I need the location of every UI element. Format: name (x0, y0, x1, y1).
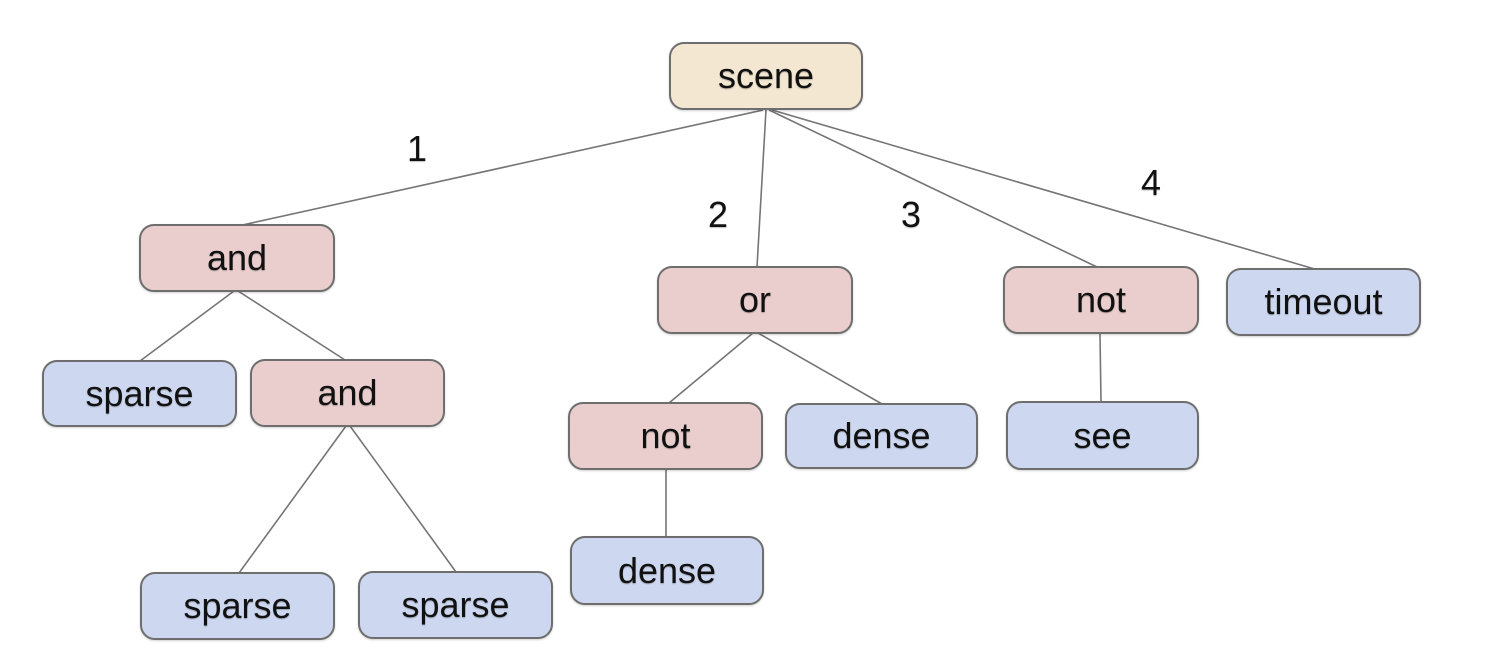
edge-and2-sparse2 (238, 425, 347, 574)
node-sparse-2[interactable]: sparse (140, 572, 335, 640)
node-or[interactable]: or (657, 266, 853, 334)
edge-and2-sparse3 (349, 425, 457, 573)
edge-and1-sparse1 (139, 290, 235, 362)
edge-scene-and1 (237, 109, 764, 227)
edge-or1-not2 (668, 332, 754, 404)
edge-label-4: 4 (1140, 162, 1162, 203)
edge-scene-or1 (756, 109, 767, 268)
edge-label-3: 3 (900, 194, 922, 235)
node-see[interactable]: see (1006, 401, 1199, 470)
edge-or1-dense1 (757, 332, 883, 405)
node-and-2[interactable]: and (250, 359, 445, 427)
node-dense-1[interactable]: dense (785, 403, 978, 469)
edge-scene-timeout (771, 109, 1319, 271)
node-and-1[interactable]: and (139, 224, 335, 292)
edge-not1-see (1099, 333, 1102, 403)
node-timeout[interactable]: timeout (1226, 268, 1421, 336)
edge-scene-not1 (768, 109, 1098, 268)
edge-label-1: 1 (406, 128, 428, 169)
node-dense-2[interactable]: dense (570, 536, 764, 605)
node-not-2[interactable]: not (568, 402, 763, 470)
node-sparse-1[interactable]: sparse (42, 360, 237, 427)
edge-label-2: 2 (707, 194, 729, 235)
node-sparse-3[interactable]: sparse (358, 571, 553, 639)
node-not-1[interactable]: not (1003, 266, 1199, 334)
edge-and1-and2 (237, 290, 346, 361)
node-scene[interactable]: scene (669, 42, 863, 110)
